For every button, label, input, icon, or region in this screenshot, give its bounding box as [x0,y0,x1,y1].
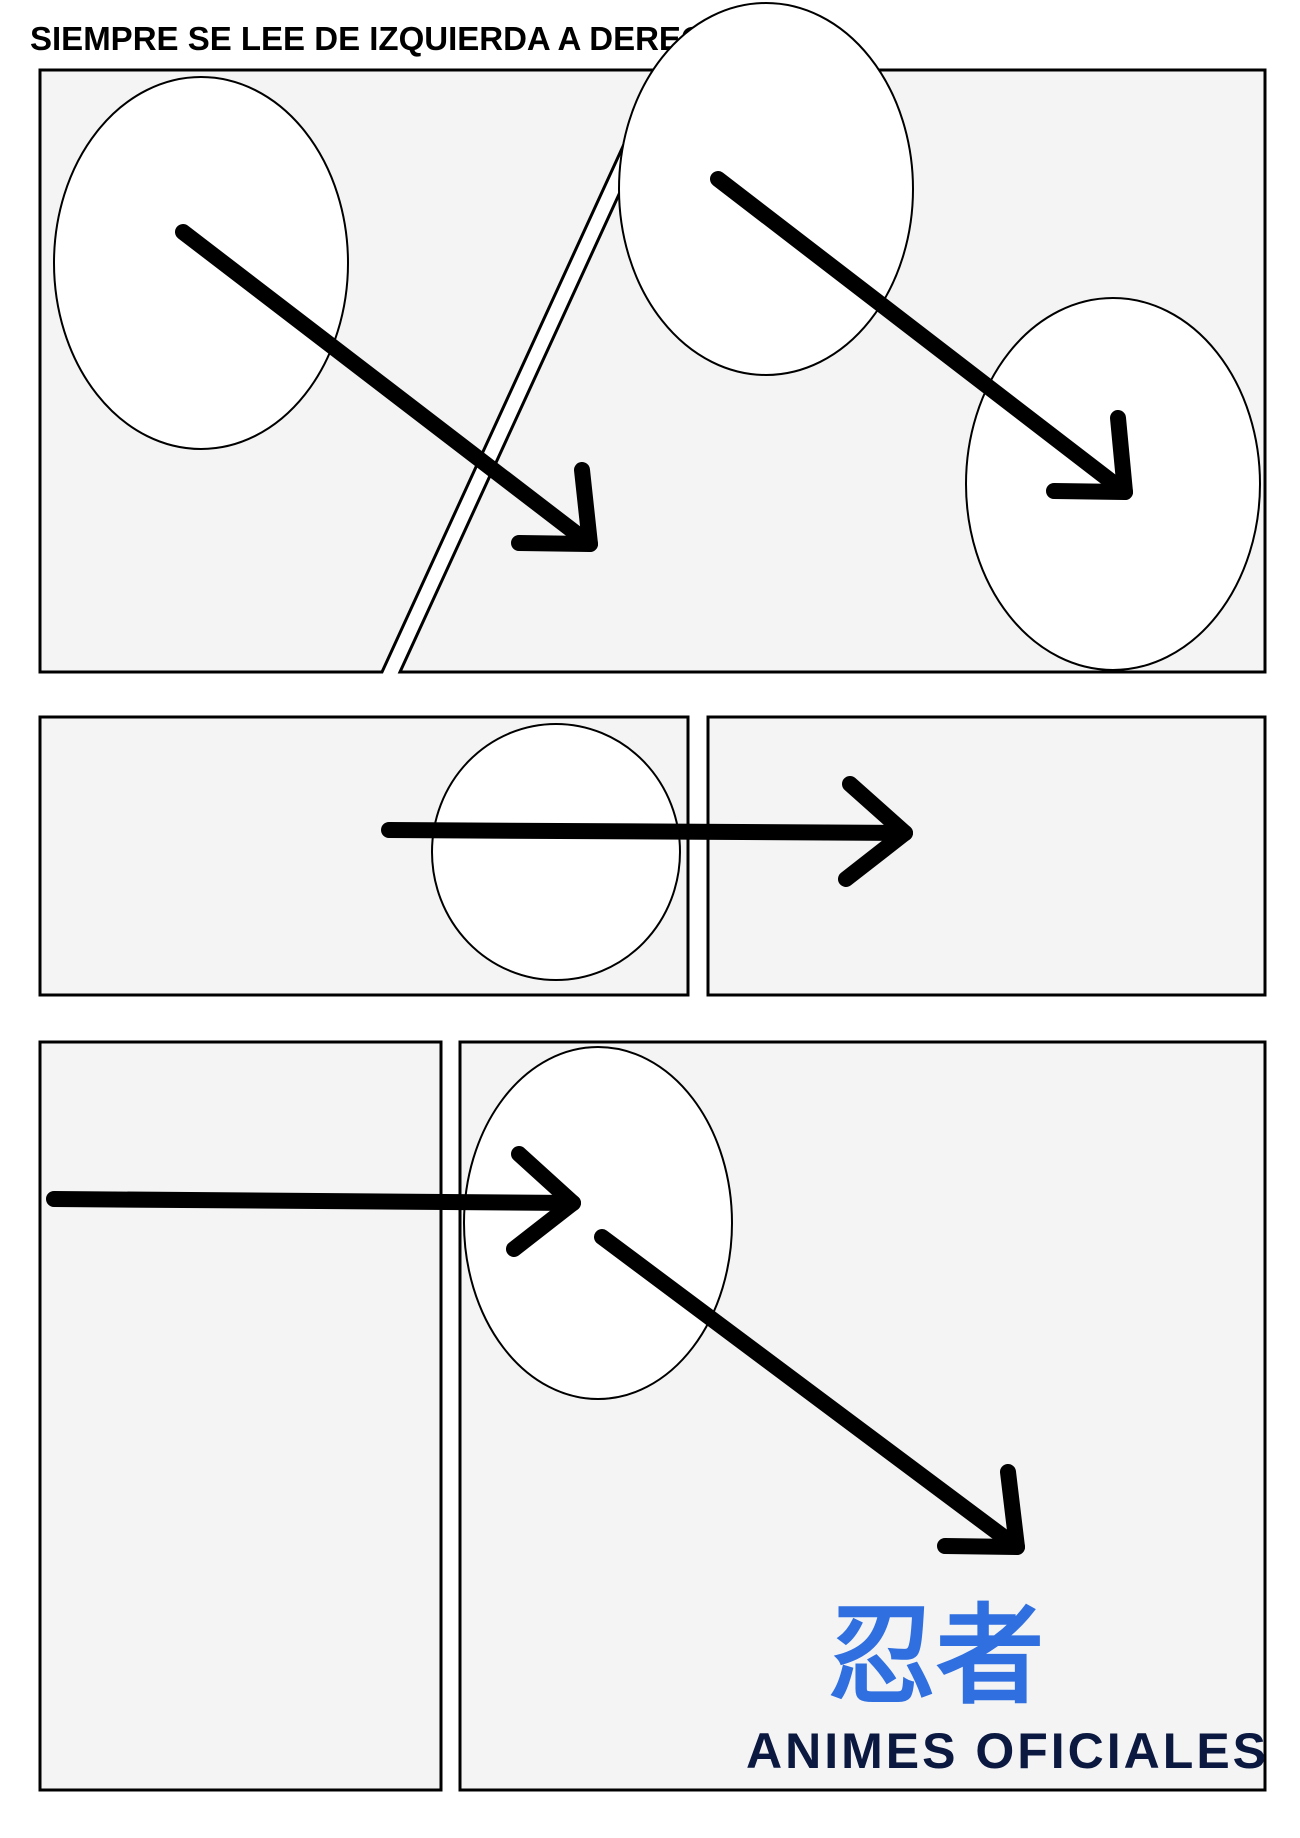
reading-direction-title: SIEMPRE SE LEE DE IZQUIERDA A DERECHA! [30,20,763,57]
arrow-3 [381,776,913,887]
bubble-2 [618,2,914,376]
panel-5 [38,1040,443,1792]
arrow-2 [710,171,1133,500]
panel-4 [706,715,1267,997]
bubble-4 [431,723,681,981]
logo-kanji: 忍者 [828,1593,1044,1719]
arrow-1 [175,224,598,552]
arrow-4 [46,1146,581,1257]
watermark-logo: 忍者 ANIMES OFICIALES [746,1593,1269,1779]
arrow-5 [594,1229,1025,1555]
bubble-5 [463,1046,733,1400]
bubble-1 [53,76,349,450]
logo-text: ANIMES OFICIALES [746,1723,1269,1779]
